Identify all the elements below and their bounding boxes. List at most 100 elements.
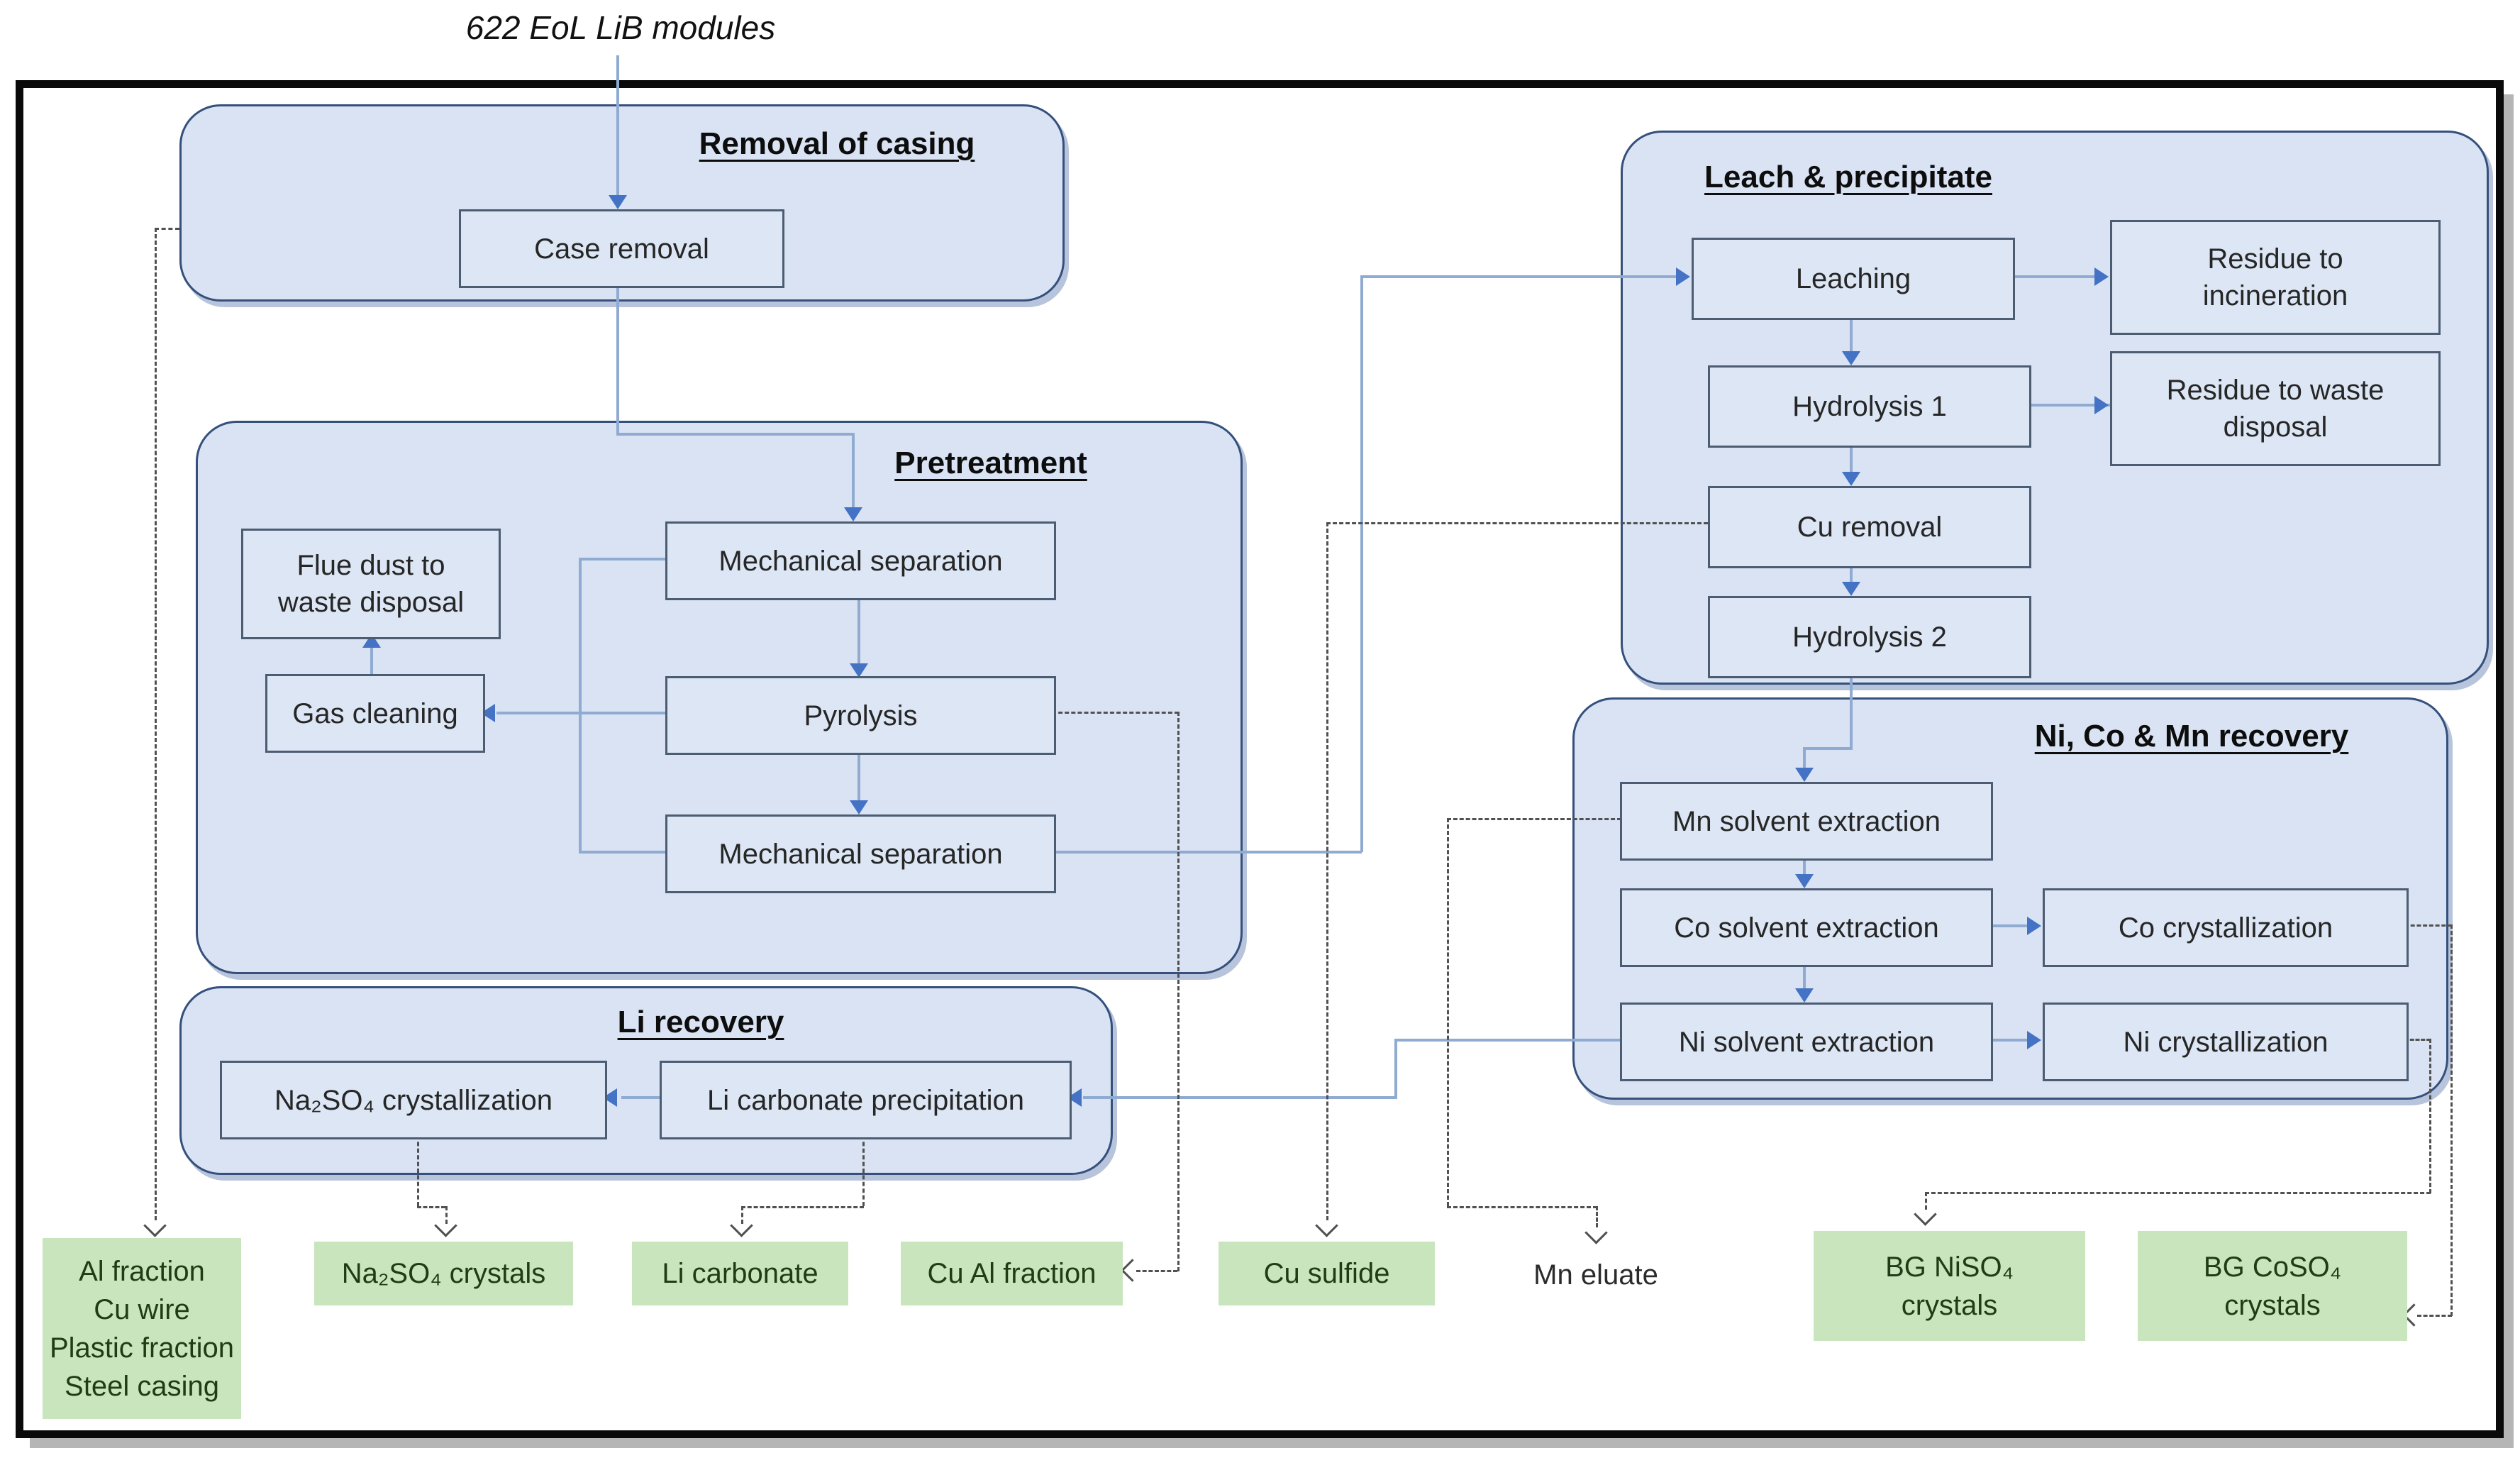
node-mech-sep-2: Mechanical separation (665, 814, 1056, 893)
connector-bypass-bottom (579, 851, 667, 854)
connector-input-to-case-removal (616, 55, 619, 197)
arrowhead-into-co-sx (1795, 874, 1814, 888)
dashed-into-bg-coso4 (2417, 1315, 2452, 1317)
connector-hydrolysis-2-down (1850, 674, 1853, 749)
output-bg-coso4-crystals: BG CoSO₄ crystals (2138, 1231, 2407, 1341)
node-hydrolysis-2: Hydrolysis 2 (1708, 596, 2031, 678)
title-removal-of-casing: Removal of casing (699, 126, 975, 161)
title-li-recovery: Li recovery (617, 1005, 784, 1039)
node-co-crystallization: Co crystallization (2043, 888, 2409, 967)
dashed-mn-sx-jog (1447, 1206, 1597, 1208)
dashed-licarb-down (862, 1135, 865, 1206)
connector-hydrolysis-1-to-cu-removal (1850, 443, 1853, 473)
connector-mn-sx-to-co-sx (1803, 856, 1806, 876)
connector-gas-cleaning-to-flue-dust (370, 647, 373, 678)
connector-leaching-to-hydrolysis-1 (1850, 316, 1853, 353)
dashed-co-cryst-down (2450, 924, 2453, 1316)
node-li-carbonate-precipitation: Li carbonate precipitation (660, 1061, 1072, 1139)
node-flue-dust: Flue dust to waste disposal (241, 529, 501, 639)
dashed-mn-sx-down (1447, 818, 1449, 1206)
connector-bypass-top (579, 558, 667, 560)
arrowhead-into-co-cryst (2027, 917, 2041, 935)
output-na2so4-crystals: Na₂SO₄ crystals (314, 1242, 573, 1305)
dashed-na2so4-down2 (445, 1206, 448, 1224)
connector-li-carb-to-na2so4-cryst (621, 1096, 661, 1099)
connector-ni-sx-left (1394, 1039, 1620, 1042)
node-mech-sep-1: Mechanical separation (665, 521, 1056, 600)
node-case-removal: Case removal (459, 209, 784, 288)
output-bg-niso4-crystals: BG NiSO₄ crystals (1814, 1231, 2085, 1341)
output-cu-sulfide: Cu sulfide (1219, 1242, 1435, 1305)
connector-up-to-leaching (1360, 275, 1363, 852)
dashed-pyrolysis-down (1177, 712, 1179, 1271)
dashed-cu-removal-left (1326, 522, 1708, 524)
node-residue-waste: Residue to waste disposal (2110, 351, 2441, 466)
dashed-na2so4-down (417, 1135, 419, 1206)
node-residue-incineration: Residue to incineration (2110, 220, 2441, 335)
arrowhead-into-mech-sep-2 (850, 800, 868, 814)
connector-case-removal-right (616, 433, 855, 436)
connector-leaching-to-residue-incineration (2011, 275, 2096, 278)
connector-bypass-vertical (579, 558, 582, 854)
node-cu-removal: Cu removal (1708, 486, 2031, 568)
output-li-carbonate: Li carbonate (632, 1242, 848, 1305)
node-leaching: Leaching (1692, 238, 2015, 320)
arrowhead-into-case-removal (609, 195, 627, 209)
dashed-pyrolysis-right (1052, 712, 1179, 714)
connector-hydrolysis-1-to-residue-waste (2027, 404, 2110, 407)
node-na2so4-crystallization: Na₂SO₄ crystallization (220, 1061, 607, 1139)
arrowhead-into-cu-removal (1842, 472, 1860, 486)
output-cu-al-fraction: Cu Al fraction (901, 1242, 1123, 1305)
output-mn-eluate: Mn eluate (1533, 1259, 1658, 1291)
node-gas-cleaning: Gas cleaning (265, 674, 485, 753)
dashed-na2so4-jog (417, 1206, 445, 1208)
connector-to-li-carb-precip (1083, 1096, 1397, 1099)
connector-ni-sx-to-ni-cryst (1989, 1039, 2030, 1042)
dashed-into-cu-al (1136, 1270, 1177, 1272)
output-al-fraction: Al fraction Cu wire Plastic fraction Ste… (43, 1238, 241, 1419)
arrowhead-into-pyrolysis (850, 663, 868, 678)
connector-pyrolysis-to-mech-sep-2 (857, 752, 860, 802)
connector-mech-sep-1-to-pyrolysis (857, 596, 860, 665)
arrowhead-into-ni-sx (1795, 988, 1814, 1003)
connector-hydrolysis-2-jog (1803, 747, 1853, 750)
dashed-co-cryst-right (2404, 924, 2452, 927)
node-hydrolysis-1: Hydrolysis 1 (1708, 365, 2031, 448)
node-pyrolysis: Pyrolysis (665, 676, 1056, 755)
connector-case-removal-down (616, 284, 619, 434)
node-ni-solvent-extraction: Ni solvent extraction (1620, 1003, 1993, 1081)
connector-mech-sep-2-right (1052, 851, 1362, 854)
arrowhead-into-hydrolysis-1 (1842, 351, 1860, 365)
arrowhead-into-residue-incineration (2094, 267, 2109, 286)
connector-right-to-leaching (1360, 275, 1677, 278)
dashed-ni-cryst-down2 (1925, 1192, 1927, 1210)
dashed-mn-sx-down2 (1596, 1206, 1598, 1227)
dashed-licarb-jog (741, 1206, 864, 1208)
dashed-casing-to-al-fraction (155, 228, 157, 1220)
dashed-mn-sx-left (1447, 818, 1621, 820)
title-ni-co-mn-recovery: Ni, Co & Mn recovery (2034, 719, 2349, 753)
dashed-licarb-down2 (741, 1206, 743, 1224)
title-pretreatment: Pretreatment (894, 446, 1087, 480)
node-co-solvent-extraction: Co solvent extraction (1620, 888, 1993, 967)
connector-co-sx-to-ni-sx (1803, 963, 1806, 990)
connector-into-mn-sx (1803, 747, 1806, 768)
arrowhead-into-mn-sx (1795, 768, 1814, 782)
connector-ni-sx-down (1394, 1039, 1397, 1099)
input-label: 622 EoL LiB modules (465, 9, 776, 46)
node-mn-solvent-extraction: Mn solvent extraction (1620, 782, 1993, 861)
dashed-ni-cryst-left (1925, 1192, 2431, 1194)
title-leach-precipitate: Leach & precipitate (1704, 160, 1992, 194)
dashed-ni-cryst-right (2404, 1039, 2431, 1041)
arrowhead-into-residue-waste (2094, 396, 2109, 414)
dashed-ni-cryst-down (2429, 1039, 2431, 1193)
connector-into-mech-sep-1 (852, 433, 855, 509)
connector-co-sx-to-co-cryst (1989, 924, 2030, 927)
dashed-cu-removal-down (1326, 522, 1328, 1220)
connector-cu-removal-to-hydrolysis-2 (1850, 564, 1853, 583)
dashed-casing-tick (155, 228, 179, 230)
arrowhead-into-leaching (1676, 267, 1690, 286)
arrowhead-into-mech-sep-1 (844, 507, 862, 521)
arrowhead-into-hydrolysis-2 (1842, 582, 1860, 596)
